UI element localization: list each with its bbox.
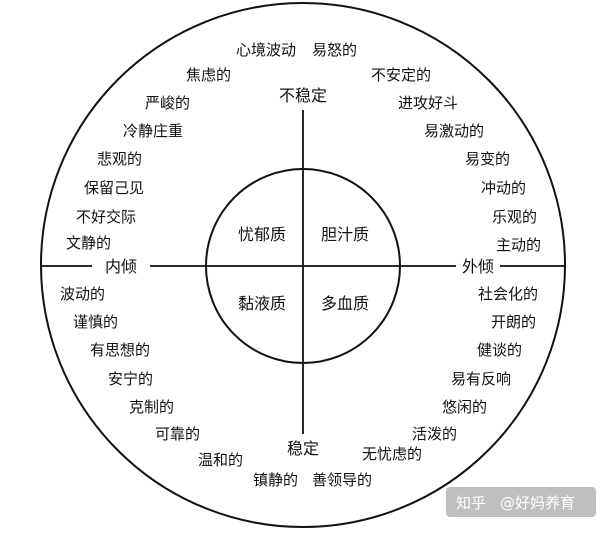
- trait-label: 开朗的: [491, 313, 536, 331]
- trait-label: 波动的: [60, 285, 105, 303]
- trait-label: 进攻好斗: [398, 94, 458, 112]
- trait-label: 易激动的: [424, 122, 484, 140]
- axis-label-introvert: 内倾: [105, 257, 137, 276]
- trait-label: 保留己见: [84, 179, 144, 197]
- trait-label: 温和的: [198, 451, 243, 469]
- trait-label: 冷静庄重: [123, 122, 183, 140]
- trait-label: 健谈的: [477, 341, 522, 359]
- watermark-site: 知乎: [456, 494, 486, 512]
- trait-label: 可靠的: [155, 425, 200, 443]
- trait-label: 善领导的: [312, 471, 372, 489]
- watermark-author: @好妈养育: [500, 494, 575, 512]
- trait-label: 易怒的: [312, 41, 357, 59]
- trait-label: 有思想的: [90, 341, 150, 359]
- trait-label: 无忧虑的: [362, 445, 422, 463]
- trait-label: 悲观的: [97, 150, 142, 168]
- outer-circle: [40, 2, 566, 528]
- trait-label: 悠闲的: [442, 398, 487, 416]
- quadrant-phlegmatic: 黏液质: [238, 294, 286, 313]
- trait-label: 易变的: [465, 150, 510, 168]
- trait-label: 易有反响: [451, 370, 511, 388]
- watermark-background: [446, 487, 596, 517]
- trait-label: 文静的: [66, 234, 111, 252]
- trait-label: 严峻的: [145, 94, 190, 112]
- axis-label-stable: 稳定: [287, 439, 319, 458]
- axis-label-unstable: 不稳定: [279, 86, 327, 105]
- trait-label: 谨慎的: [73, 313, 118, 331]
- trait-label: 镇静的: [253, 471, 298, 489]
- watermark: 知乎 @好妈养育: [446, 487, 596, 517]
- trait-label: 主动的: [496, 236, 541, 254]
- quadrant-sanguine: 多血质: [321, 294, 369, 313]
- trait-label: 社会化的: [478, 285, 538, 303]
- trait-label: 焦虑的: [186, 66, 231, 84]
- trait-label: 克制的: [129, 398, 174, 416]
- trait-label: 活泼的: [412, 425, 457, 443]
- quadrant-melancholic: 忧郁质: [238, 225, 286, 244]
- trait-label: 冲动的: [481, 179, 526, 197]
- trait-label: 不安定的: [371, 66, 431, 84]
- trait-label: 心境波动: [236, 41, 296, 59]
- trait-label: 乐观的: [492, 208, 537, 226]
- axis-label-extrovert: 外倾: [462, 257, 494, 276]
- trait-label: 安宁的: [108, 370, 153, 388]
- quadrant-choleric: 胆汁质: [321, 225, 369, 244]
- trait-label: 不好交际: [76, 208, 136, 226]
